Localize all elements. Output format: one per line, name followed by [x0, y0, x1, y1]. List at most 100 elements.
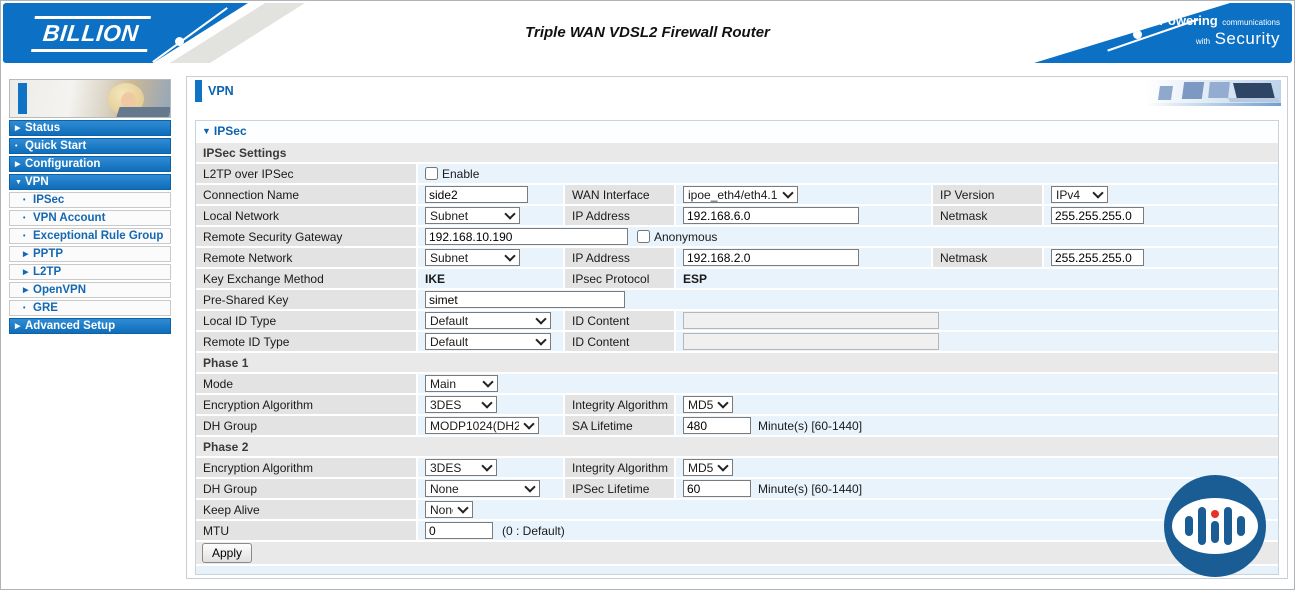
phase2-integrity-algorithm-select[interactable]: MD5 — [683, 459, 733, 476]
sidebar-item-label: Advanced Setup — [25, 320, 116, 332]
table-row-remote-id-type: Remote ID Type Default ID Content — [196, 332, 1278, 353]
anonymous-label: Anonymous — [654, 229, 718, 244]
row-label: Local Network — [196, 206, 418, 225]
row-values: MODP1024(DH2)SA LifetimeMinute(s) [60-14… — [418, 416, 1278, 435]
local-network-type-select[interactable]: Subnet — [425, 207, 520, 224]
photo-person-face — [121, 92, 136, 110]
sub-label-integrity-algorithm: Integrity Algorithm — [563, 458, 676, 477]
row-values: None — [418, 500, 1278, 519]
section-row-phase-2: Phase 2 — [196, 437, 1278, 458]
sidebar-item-vpn[interactable]: ▼VPN — [9, 174, 171, 190]
logo-bar-icon — [1211, 520, 1219, 543]
remote-network-type-select[interactable]: Subnet — [425, 249, 520, 266]
ipsec-panel-title[interactable]: ▼ IPSec — [196, 121, 1278, 143]
phase1-encryption-algorithm-select[interactable]: 3DES — [425, 396, 497, 413]
remote-id-content-input — [683, 333, 939, 350]
local-netmask-input[interactable] — [1051, 207, 1144, 224]
content-header: VPN — [195, 79, 1283, 107]
section-row-phase-1: Phase 1 — [196, 353, 1278, 374]
control-slot — [683, 312, 939, 329]
section-row-ipsec-settings: IPSec Settings — [196, 143, 1278, 164]
remote-id-type-value: Default — [430, 334, 469, 349]
table-row-mtu: MTU(0 : Default) — [196, 521, 1278, 542]
page-title: VPN — [208, 84, 234, 98]
row-label: Key Exchange Method — [196, 269, 418, 288]
sub-label-ip-address: IP Address — [563, 206, 676, 225]
control-slot: None — [425, 501, 563, 518]
wan-interface-select[interactable]: ipoe_eth4/eth4.1 — [683, 186, 798, 203]
chevron-down-icon — [535, 313, 547, 325]
row-label: Connection Name — [196, 185, 418, 204]
remote-id-type-select[interactable]: Default — [425, 333, 551, 350]
sidebar-item-exceptional-rule-group[interactable]: •Exceptional Rule Group — [9, 228, 171, 244]
control-slot: MODP1024(DH2) — [425, 417, 563, 434]
table-row-pre-shared-key: Pre-Shared Key — [196, 290, 1278, 311]
row-values: 3DES Integrity Algorithm MD5 — [418, 395, 1278, 414]
sub-label-id-content: ID Content — [563, 332, 676, 351]
logo-bar-icon — [1224, 507, 1232, 545]
sidebar-item-openvpn[interactable]: ▶OpenVPN — [9, 282, 171, 298]
logo-bar-icon — [1185, 516, 1193, 536]
row-label: Remote ID Type — [196, 332, 418, 351]
control-slot: Main — [425, 375, 563, 392]
sidebar-item-configuration[interactable]: ▶Configuration — [9, 156, 171, 172]
table-row-keep-alive: Keep AliveNone — [196, 500, 1278, 521]
phase2-encryption-algorithm-select[interactable]: 3DES — [425, 459, 497, 476]
phase1-integrity-algorithm-select[interactable]: MD5 — [683, 396, 733, 413]
tagline-powering: Powering — [1159, 13, 1218, 28]
title-blue-bar-icon — [195, 80, 202, 102]
sidebar-item-quick-start[interactable]: •Quick Start — [9, 138, 171, 154]
sub-label-integrity-algorithm: Integrity Algorithm — [563, 395, 676, 414]
phase2-dh-group-value: None — [430, 481, 459, 496]
sidebar-item-label: Quick Start — [25, 140, 87, 152]
pre-shared-key-input[interactable] — [425, 291, 625, 308]
sidebar-item-vpn-account[interactable]: •VPN Account — [9, 210, 171, 226]
sidebar-item-gre[interactable]: •GRE — [9, 300, 171, 316]
page-title-bar: VPN — [195, 79, 1283, 103]
top-banner: BILLION Triple WAN VDSL2 Firewall Router… — [3, 3, 1292, 63]
connection-name-input[interactable] — [425, 186, 528, 203]
row-values: 3DES Integrity Algorithm MD5 — [418, 458, 1278, 477]
chevron-down-icon — [717, 397, 729, 409]
mtu-input[interactable] — [425, 522, 493, 539]
anonymous-field[interactable]: Anonymous — [637, 230, 717, 244]
photo-blue-bar — [18, 83, 27, 114]
remote-ip-address-input[interactable] — [683, 249, 859, 266]
control-slot: IKE — [425, 272, 563, 286]
phase1-sa-lifetime-input[interactable] — [683, 417, 751, 434]
ip-version-select[interactable]: IPv4 — [1051, 186, 1108, 203]
phase1-dh-group-select[interactable]: MODP1024(DH2) — [425, 417, 539, 434]
table-row-connection-name: Connection NameWAN Interfaceipoe_eth4/et… — [196, 185, 1278, 206]
local-network-type-value: Subnet — [430, 208, 469, 223]
keep-alive-select[interactable]: None — [425, 501, 473, 518]
phase2-dh-group-select[interactable]: None — [425, 480, 540, 497]
row-label: MTU — [196, 521, 418, 540]
ipsec-panel-title-text: IPSec — [213, 124, 247, 138]
bullet-dot-icon: • — [23, 304, 26, 312]
l2tp-over-ipsec-enable-field[interactable]: Enable — [425, 167, 479, 181]
row-label: Remote Network — [196, 248, 418, 267]
arrow-right-icon: ▶ — [23, 269, 29, 276]
local-id-type-select[interactable]: Default — [425, 312, 551, 329]
phase2-ipsec-lifetime-input[interactable] — [683, 480, 751, 497]
sidebar-item-label: L2TP — [33, 266, 62, 278]
sidebar-item-advanced-setup[interactable]: ▶Advanced Setup — [9, 318, 171, 334]
anonymous-checkbox[interactable] — [637, 230, 650, 243]
phase1-mode-select[interactable]: Main — [425, 375, 498, 392]
sidebar-item-ipsec[interactable]: •IPSec — [9, 192, 171, 208]
local-ip-address-input[interactable] — [683, 207, 859, 224]
sidebar-item-pptp[interactable]: ▶PPTP — [9, 246, 171, 262]
remote-security-gateway-input[interactable] — [425, 228, 628, 245]
sidebar-item-l2tp[interactable]: ▶ L2TP — [9, 264, 171, 280]
apply-button[interactable]: Apply — [202, 543, 253, 563]
row-values: Main — [418, 374, 1278, 393]
l2tp-over-ipsec-enable-checkbox[interactable] — [425, 167, 438, 180]
sidebar-item-status[interactable]: ▶Status — [9, 120, 171, 136]
sidebar-item-label: IPSec — [33, 194, 65, 206]
remote-netmask-input[interactable] — [1051, 249, 1144, 266]
